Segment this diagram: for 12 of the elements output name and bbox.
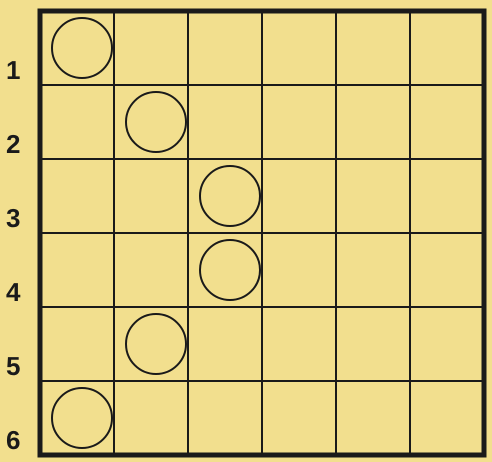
circle-mark [51, 17, 113, 79]
row-number: 1 [6, 57, 20, 83]
row-number: 3 [6, 205, 20, 231]
row-number: 6 [6, 427, 20, 453]
circle-mark [199, 165, 261, 227]
row-number: 4 [6, 279, 20, 305]
row-number: 5 [6, 353, 20, 379]
row-number: 2 [6, 131, 20, 157]
circle-mark [199, 239, 261, 301]
circle-mark [51, 387, 113, 449]
circle-mark [125, 91, 187, 153]
circle-mark [125, 313, 187, 375]
